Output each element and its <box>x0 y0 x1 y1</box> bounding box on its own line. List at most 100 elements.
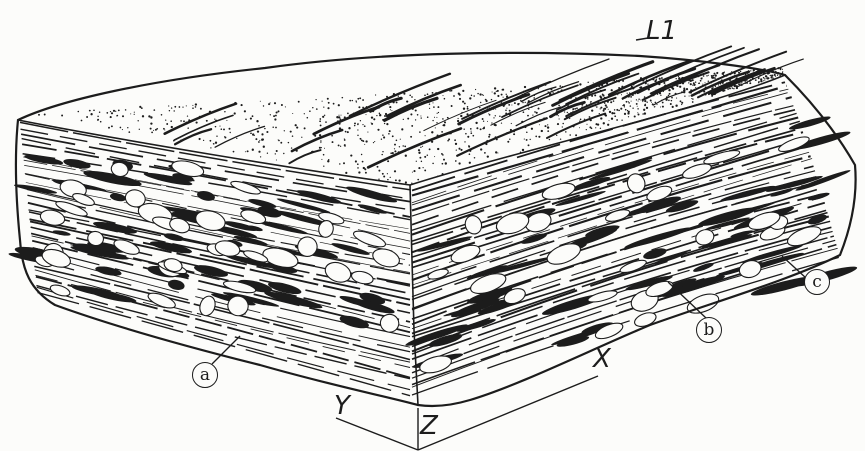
stipple-dot <box>650 100 652 102</box>
stipple-dot <box>750 70 751 71</box>
stipple-dot <box>263 105 264 106</box>
stipple-dot <box>651 102 652 103</box>
stipple-dot <box>331 135 333 137</box>
stipple-dot <box>448 138 450 140</box>
stipple-dot <box>519 103 520 104</box>
stipple-dot <box>510 91 512 93</box>
stipple-dot <box>632 107 633 108</box>
stipple-dot <box>419 131 421 133</box>
stipple-dot <box>782 69 783 70</box>
stipple-dot <box>324 115 325 116</box>
stipple-dot <box>586 124 587 125</box>
stipple-dot <box>465 133 467 135</box>
stipple-dot <box>236 138 237 139</box>
z-axis-label: Z <box>420 413 438 439</box>
stipple-dot <box>156 128 158 130</box>
stipple-dot <box>396 101 398 103</box>
stipple-dot <box>110 111 111 112</box>
foliation-line <box>35 270 410 362</box>
stipple-dot <box>483 127 485 129</box>
stipple-dot <box>320 140 322 142</box>
stipple-dot <box>262 138 264 140</box>
stipple-dot <box>413 170 415 172</box>
stipple-dot <box>379 113 381 115</box>
stipple-dot <box>559 118 560 119</box>
stipple-dot <box>547 124 548 125</box>
stipple-dot <box>418 149 420 151</box>
axis-lines <box>336 376 598 450</box>
stipple-dot <box>681 102 683 104</box>
stipple-dot <box>434 117 435 118</box>
stipple-dot <box>260 101 261 102</box>
stipple-dot <box>378 170 380 172</box>
stipple-dot <box>365 114 366 115</box>
stipple-dot <box>675 105 677 107</box>
stipple-dot <box>394 150 396 152</box>
stipple-dot <box>538 108 539 109</box>
stipple-dot <box>565 131 567 133</box>
stipple-dot <box>587 98 588 99</box>
stipple-dot <box>442 118 444 120</box>
stipple-dot <box>323 154 325 156</box>
dark-lens <box>196 189 216 202</box>
stipple-dot <box>111 125 113 127</box>
y-axis-line <box>336 418 418 450</box>
stipple-dot <box>266 131 268 133</box>
stipple-dot <box>704 82 705 83</box>
stipple-dot <box>753 70 754 71</box>
stipple-dot <box>409 94 411 96</box>
stipple-dot <box>276 111 278 113</box>
stipple-dot <box>321 147 322 148</box>
stipple-dot <box>708 80 709 81</box>
stipple-dot <box>387 179 389 181</box>
stipple-dot <box>267 153 268 154</box>
stipple-dot <box>320 142 321 143</box>
stipple-dot <box>404 146 406 148</box>
stipple-dot <box>437 113 438 114</box>
stipple-dot <box>199 138 201 140</box>
stipple-dot <box>532 115 533 116</box>
stipple-dot <box>493 117 494 118</box>
stipple-dot <box>531 128 533 130</box>
stipple-dot <box>296 127 298 129</box>
stipple-dot <box>727 88 729 90</box>
stipple-dot <box>273 115 275 117</box>
stipple-dot <box>661 77 663 79</box>
stipple-dot <box>78 111 80 113</box>
stipple-dot <box>611 89 613 91</box>
stipple-dot <box>509 138 510 139</box>
stipple-dot <box>695 87 696 88</box>
stipple-dot <box>327 107 329 109</box>
stipple-dot <box>406 101 408 103</box>
stipple-dot <box>621 94 622 95</box>
stipple-dot <box>418 152 420 154</box>
stipple-dot <box>613 100 615 102</box>
stipple-dot <box>526 132 528 134</box>
stipple-dot <box>646 101 647 102</box>
stipple-dot <box>113 110 115 112</box>
stipple-dot <box>458 148 460 150</box>
stipple-dot <box>432 102 433 103</box>
stipple-dot <box>497 90 499 92</box>
stipple-dot <box>534 111 536 113</box>
stipple-dot <box>429 108 430 109</box>
stipple-dot <box>437 148 439 150</box>
stipple-dot <box>480 148 482 150</box>
stipple-dot <box>90 113 92 115</box>
stipple-dot <box>763 80 764 81</box>
stipple-dot <box>97 119 99 121</box>
stipple-dot <box>511 104 512 105</box>
stipple-dot <box>137 120 138 121</box>
stipple-dot <box>599 113 600 114</box>
stipple-dot <box>733 88 734 89</box>
stipple-dot <box>644 100 646 102</box>
stipple-dot <box>148 115 150 117</box>
stipple-dot <box>538 136 540 138</box>
stipple-dot <box>168 105 169 106</box>
stipple-dot <box>223 128 225 130</box>
stipple-dot <box>285 106 286 107</box>
stipple-dot <box>482 118 484 120</box>
stipple-dot <box>214 118 215 119</box>
stipple-dot <box>609 111 611 113</box>
stipple-dot <box>593 82 594 83</box>
